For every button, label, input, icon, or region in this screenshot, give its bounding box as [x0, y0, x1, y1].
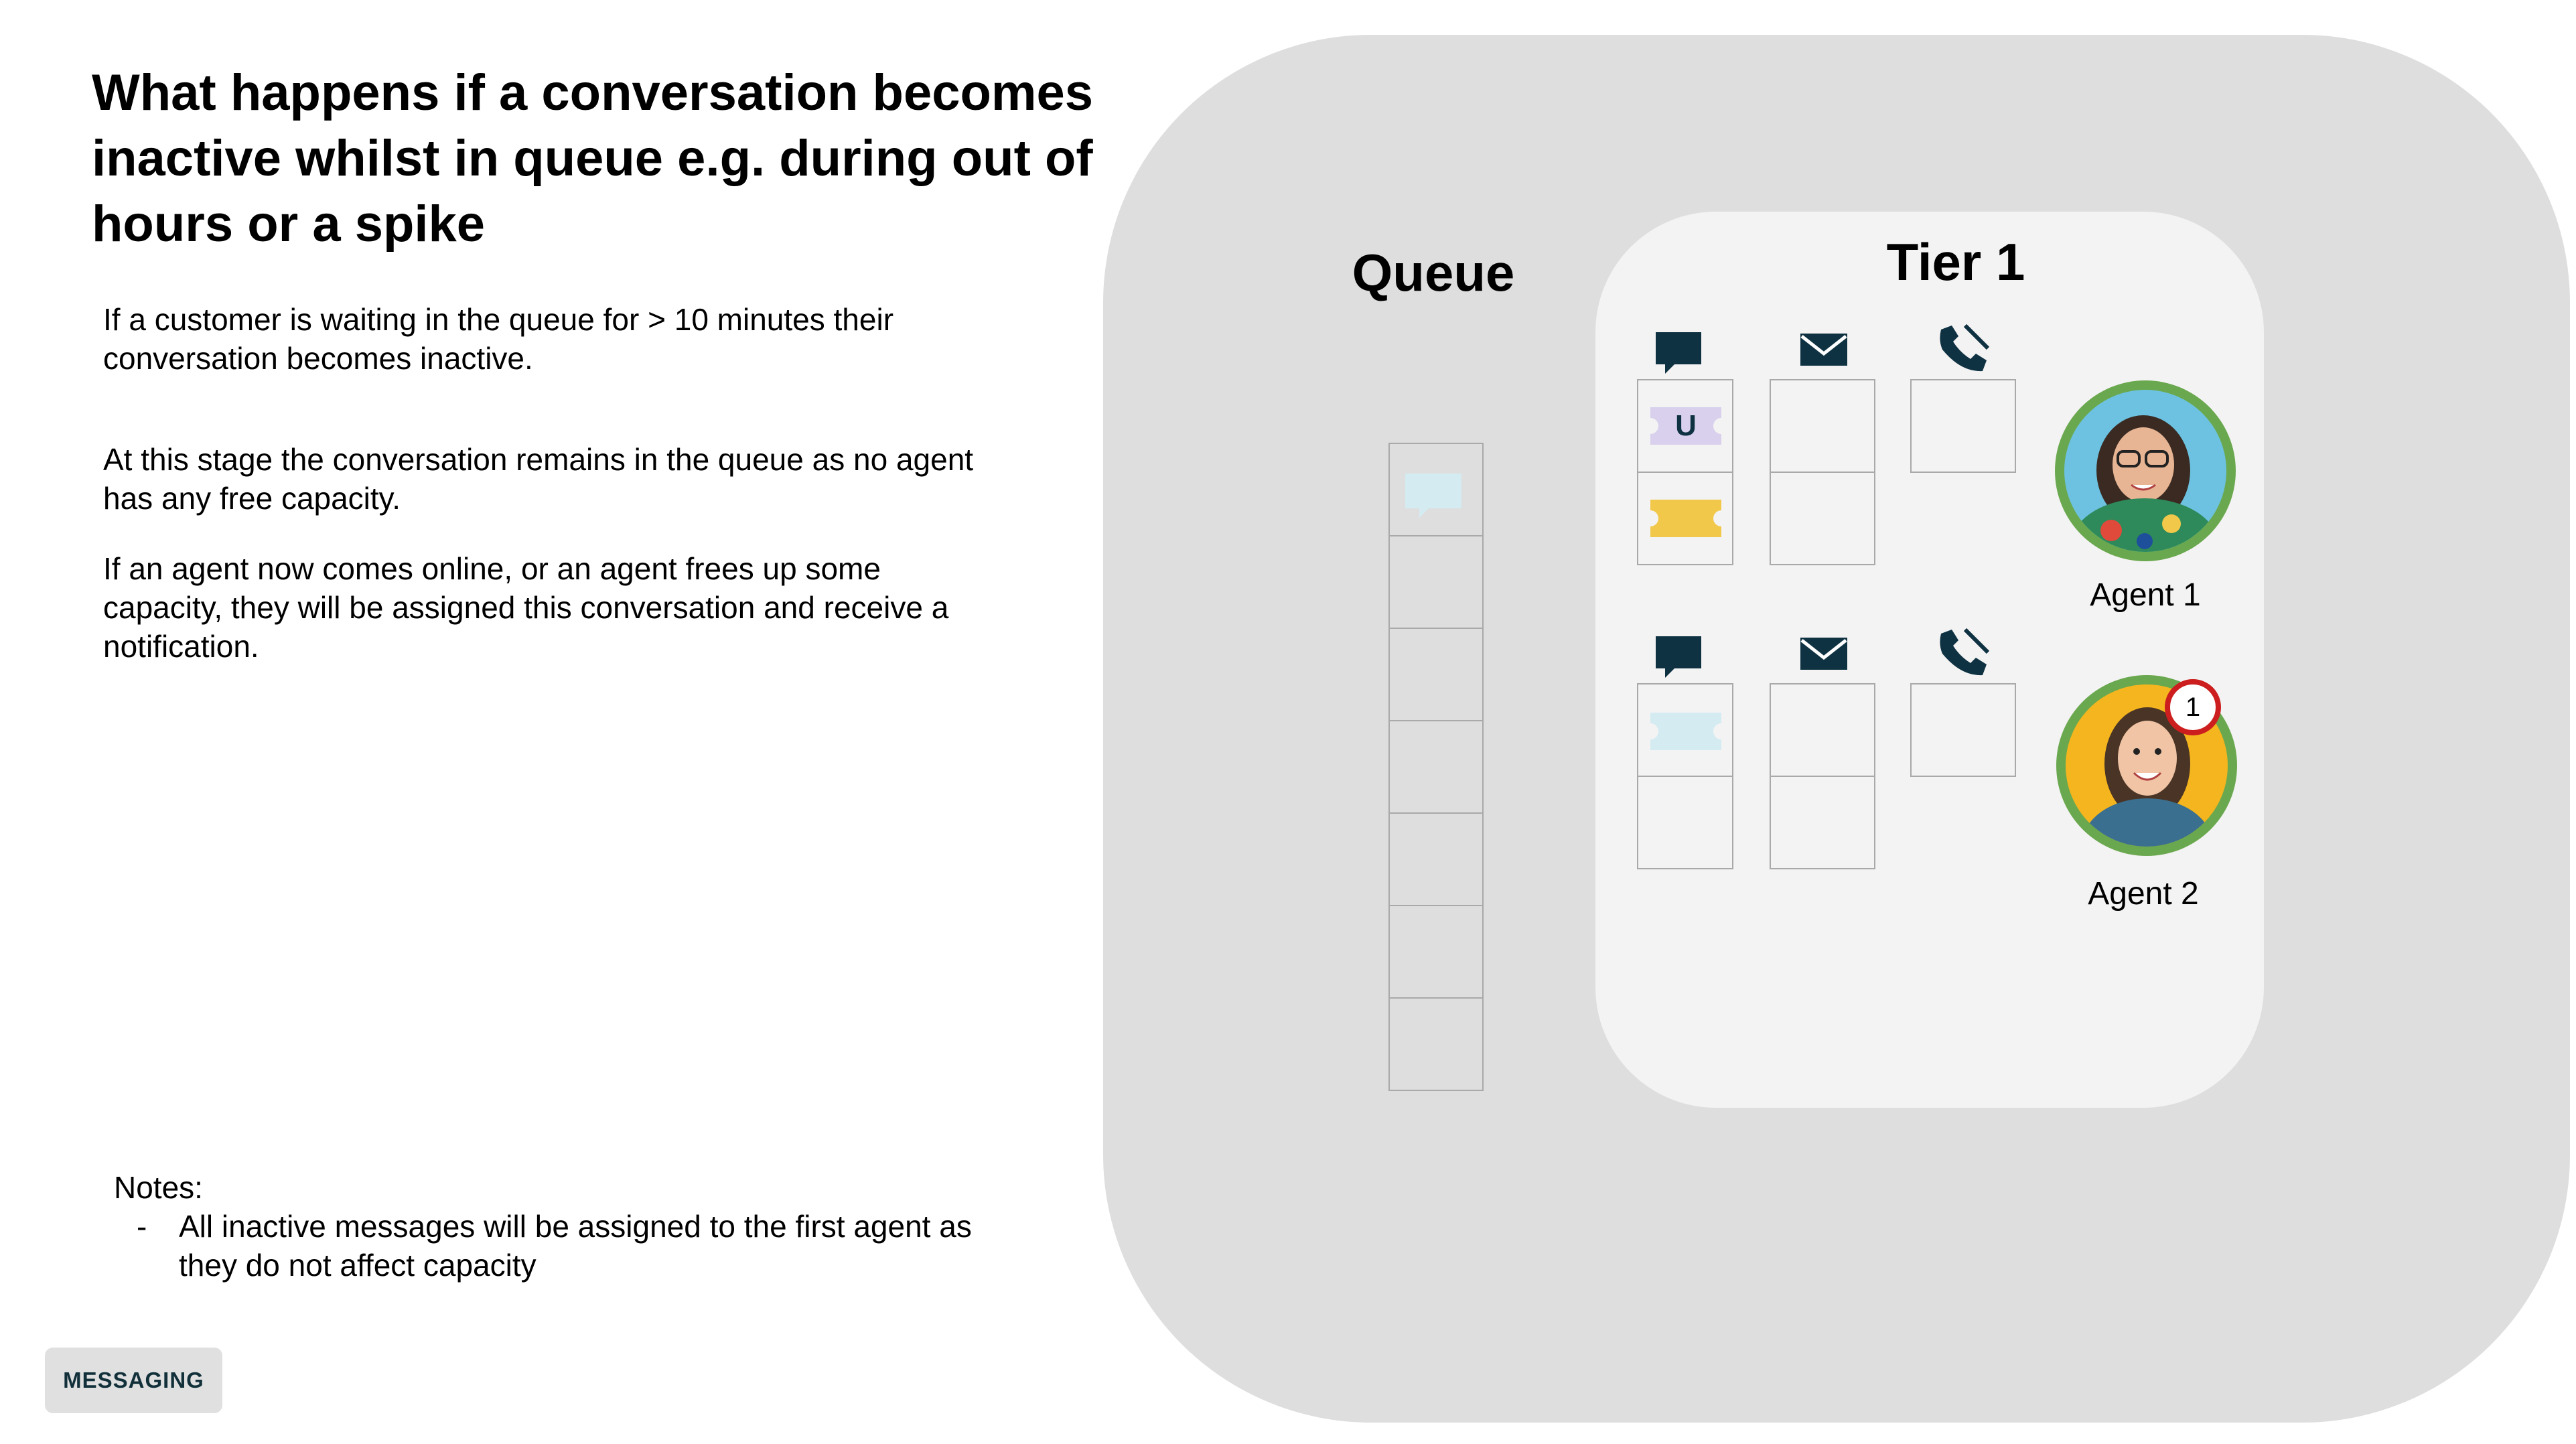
tier-1-heading: Tier 1 [1886, 232, 2025, 291]
queue-slot [1388, 443, 1484, 536]
queue-heading: Queue [1352, 243, 1515, 302]
inactive-ticket-icon [1650, 713, 1721, 750]
agent-1-photo [2064, 390, 2226, 552]
messaging-tag: MESSAGING [45, 1348, 222, 1413]
tier-1-panel [1595, 212, 2264, 1108]
paragraph-remains-in-queue: At this stage the conversation remains i… [103, 442, 974, 516]
agent-1-chat-slot [1637, 472, 1733, 565]
queue-slot [1388, 535, 1484, 629]
agent-1-phone-slot [1910, 379, 2016, 473]
agent-2-label: Agent 2 [2088, 876, 2199, 912]
notes-item: All inactive messages will be assigned t… [179, 1209, 972, 1283]
agent-1-label: Agent 1 [2090, 577, 2201, 613]
agent-2-email-slot [1770, 776, 1875, 869]
queue-slot [1388, 720, 1484, 814]
notes-label: Notes: [114, 1170, 203, 1205]
chat-icon [1656, 332, 1701, 374]
agent-1-chat-slot: U [1637, 379, 1733, 473]
notification-badge: 1 [2165, 679, 2221, 735]
queue-slot [1388, 905, 1484, 999]
agent-1-avatar [2055, 380, 2236, 561]
queue-slot [1388, 997, 1484, 1091]
agent-2-phone-slot [1910, 683, 2016, 777]
ticket-letter: U [1675, 409, 1697, 442]
email-icon [1800, 334, 1847, 366]
agent-1-email-slot [1770, 472, 1875, 565]
agent-2-email-slot [1770, 683, 1875, 777]
paragraph-inactive-rule: If a customer is waiting in the queue fo… [103, 302, 894, 376]
queue-slot [1388, 812, 1484, 906]
agent-2-chat-slot [1637, 683, 1733, 777]
agent-1-email-slot [1770, 379, 1875, 473]
page-title: What happens if a conversation becomes i… [92, 64, 1094, 252]
ticket-icon [1650, 500, 1721, 537]
agent-2-chat-slot [1637, 776, 1733, 869]
ticket-icon [1650, 407, 1721, 445]
phone-icon [1940, 323, 1990, 372]
inactive-chat-icon [1405, 474, 1461, 518]
notes-bullet: - [137, 1209, 147, 1244]
email-icon [1800, 638, 1847, 670]
queue-slot [1388, 628, 1484, 721]
phone-icon [1940, 628, 1990, 676]
paragraph-assignment: If an agent now comes online, or an agen… [103, 551, 949, 664]
chat-icon [1656, 636, 1701, 678]
